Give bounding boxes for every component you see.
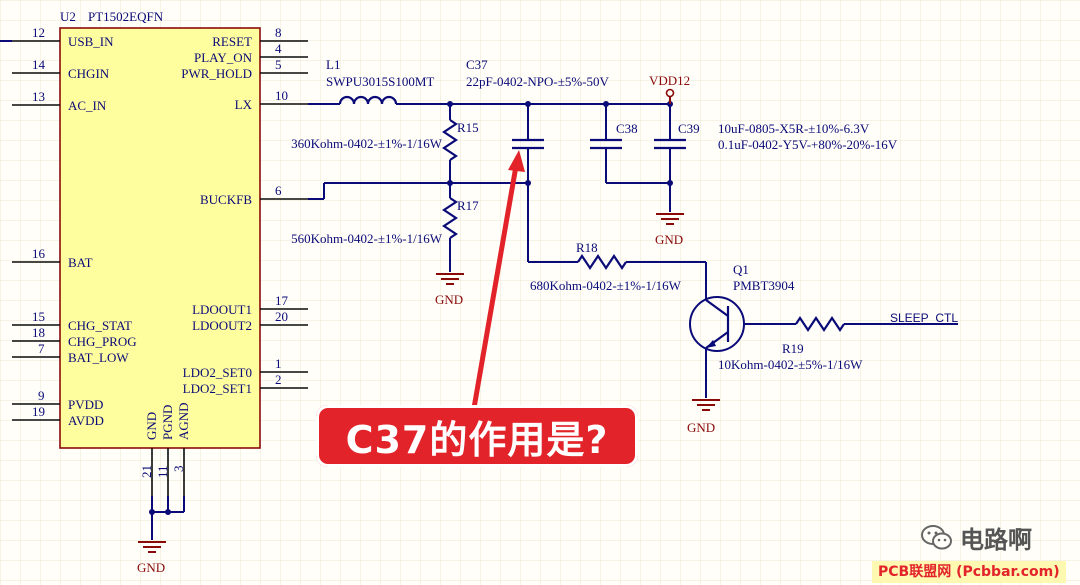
- pin-num: 10: [275, 88, 288, 103]
- wechat-icon: [921, 524, 952, 549]
- r19-ref: R19: [782, 341, 804, 356]
- c39-value: 0.1uF-0402-Y5V-+80%-20%-16V: [718, 137, 898, 152]
- gnd-label: GND: [655, 232, 683, 247]
- pin-name: PWR_HOLD: [181, 66, 252, 81]
- bottom-pins: 21 11 3 GND PGND AGND: [139, 402, 191, 540]
- ic-part: PT1502EQFN: [88, 9, 164, 24]
- gnd-symbol: GND: [435, 273, 464, 307]
- r15-ref: R15: [457, 120, 479, 135]
- c37-ref: C37: [466, 57, 488, 72]
- gnd-symbol: GND: [137, 541, 166, 575]
- resistor-r15: [442, 119, 458, 161]
- pin-name: LX: [235, 97, 253, 112]
- pin-name: AC_IN: [68, 98, 107, 113]
- pin-name: BUCKFB: [200, 192, 252, 207]
- pin-num: 17: [275, 293, 289, 308]
- net-label-sleep-ctl: SLEEP_CTL: [890, 311, 958, 325]
- footer-text: PCB联盟网 (Pcbbar.com): [878, 564, 1060, 580]
- pin-num: 19: [32, 404, 45, 419]
- pin-num: 7: [38, 341, 45, 356]
- pin-num: 3: [171, 466, 186, 473]
- r19-value: 10Kohm-0402-±5%-1/16W: [718, 357, 863, 372]
- pin-num: 13: [32, 89, 45, 104]
- l1-value: SWPU3015S100MT: [326, 74, 434, 89]
- callout-box: C37的作用是?: [316, 405, 638, 467]
- pin-num: 16: [32, 246, 46, 261]
- pin-name: PVDD: [68, 397, 103, 412]
- pin-name: CHG_PROG: [68, 334, 137, 349]
- ic-body: [59, 27, 261, 449]
- pin-name: CHGIN: [68, 66, 110, 81]
- inductor-l1: [338, 95, 398, 105]
- pin-name: LDO2_SET1: [183, 381, 252, 396]
- gnd-label: GND: [137, 560, 165, 575]
- pin-num: 15: [32, 309, 45, 324]
- gnd-label: GND: [435, 292, 463, 307]
- vdd-label: VDD12: [649, 73, 690, 88]
- ic-ref: U2: [60, 9, 76, 24]
- watermark-text: 电路啊: [960, 526, 1032, 554]
- resistor-r19: [795, 316, 845, 332]
- q1-ref: Q1: [733, 262, 749, 277]
- pin-name: LDOOUT1: [192, 302, 252, 317]
- pin-name: LDO2_SET0: [183, 365, 252, 380]
- pin-name: AGND: [176, 402, 191, 440]
- watermark: 电路啊: [920, 520, 1032, 555]
- pin-num: 8: [275, 25, 282, 40]
- vdd-terminal: [665, 88, 675, 98]
- pin-name: PGND: [160, 405, 175, 440]
- l1-ref: L1: [326, 57, 340, 72]
- pin-name: RESET: [212, 34, 252, 49]
- pin-name: AVDD: [68, 413, 104, 428]
- pin-num: 4: [275, 41, 282, 56]
- gnd-label: GND: [687, 420, 715, 435]
- pin-num: 18: [32, 325, 45, 340]
- right-pins: 8 4 5 10 6 17 20 1 2 RESET PLAY_ON PWR_H…: [181, 25, 308, 396]
- q1-value: PMBT3904: [733, 278, 795, 293]
- pin-num: 12: [32, 25, 45, 40]
- pin-name: BAT: [68, 255, 93, 270]
- pin-num: 20: [275, 309, 288, 324]
- callout-arrow-head: [508, 150, 525, 172]
- footer-banner: PCB联盟网 (Pcbbar.com): [872, 561, 1066, 583]
- pin-name: PLAY_ON: [194, 50, 253, 65]
- r18-value: 680Kohm-0402-±1%-1/16W: [530, 278, 682, 293]
- c38-ref: C38: [616, 121, 638, 136]
- r17-value: 560Kohm-0402-±1%-1/16W: [291, 231, 443, 246]
- r17-ref: R17: [457, 198, 479, 213]
- pin-num: 6: [275, 183, 282, 198]
- pin-name: GND: [144, 412, 159, 440]
- c39-ref: C39: [678, 121, 700, 136]
- pin-num: 2: [275, 372, 282, 387]
- r18-ref: R18: [576, 240, 598, 255]
- pin-num: 5: [275, 57, 282, 72]
- pin-num: 11: [155, 465, 170, 478]
- c37-value: 22pF-0402-NPO-±5%-50V: [466, 74, 610, 89]
- pin-name: BAT_LOW: [68, 350, 129, 365]
- left-pins: 12 14 13 16 15 18 7 9 19 USB_IN CHGIN AC…: [0, 25, 137, 428]
- c38-value: 10uF-0805-X5R-±10%-6.3V: [718, 121, 870, 136]
- pin-num: 1: [275, 356, 282, 371]
- pin-num: 21: [139, 465, 154, 478]
- pin-name: CHG_STAT: [68, 318, 132, 333]
- pin-name: LDOOUT2: [192, 318, 252, 333]
- callout-text: C37的作用是?: [345, 417, 609, 462]
- pin-num: 14: [32, 57, 46, 72]
- r15-value: 360Kohm-0402-±1%-1/16W: [291, 136, 443, 151]
- callout-arrow: [471, 163, 519, 411]
- gnd-symbol: GND: [655, 213, 684, 247]
- pin-name: USB_IN: [68, 34, 114, 49]
- pin-num: 9: [38, 388, 45, 403]
- resistor-r17: [442, 197, 458, 239]
- gnd-symbol: GND: [687, 399, 720, 435]
- resistor-r18: [577, 254, 627, 270]
